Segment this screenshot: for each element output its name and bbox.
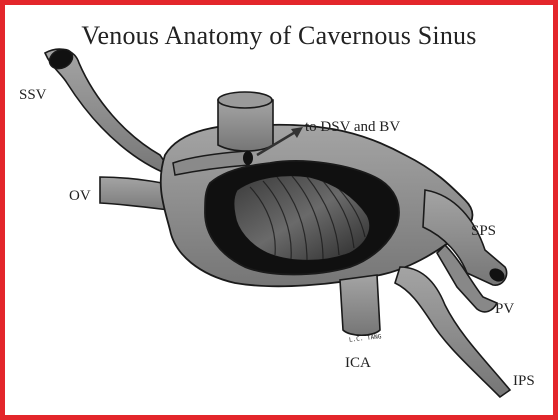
diagram-title: Venous Anatomy of Cavernous Sinus [5,21,553,51]
dsv-bv-lumen [243,151,253,165]
label-ssv: SSV [19,87,47,104]
label-dsv-bv: to DSV and BV [305,119,400,136]
label-ica: ICA [345,355,371,372]
label-pv: PV [495,301,514,318]
ssv-vessel [45,49,175,177]
label-ov: OV [69,188,91,205]
label-sps: SPS [471,223,496,240]
label-ips: IPS [513,373,535,390]
ips-vessel [395,267,510,397]
top-column-rim [218,92,272,108]
ica-vessel [340,275,380,335]
cavernous-sinus-illustration [5,5,553,415]
